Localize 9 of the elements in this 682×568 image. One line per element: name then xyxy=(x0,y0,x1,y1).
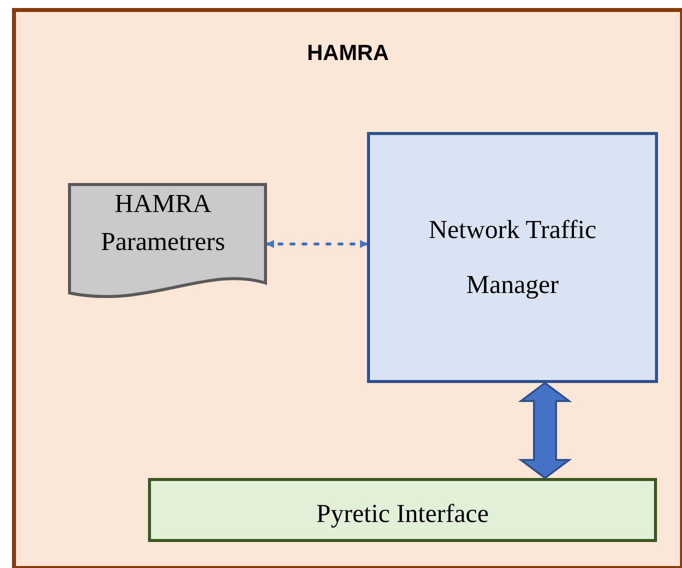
node-label: Network Traffic Manager xyxy=(428,214,598,301)
system-frame xyxy=(12,8,682,568)
arrow xyxy=(266,240,368,248)
interface-bar xyxy=(148,478,657,542)
title: HAMRA xyxy=(306,40,390,66)
node-label: HAMRA Parametrers xyxy=(100,188,226,258)
process-box xyxy=(367,132,658,383)
block-arrow xyxy=(518,382,572,480)
node-label: Pyretic Interface xyxy=(315,498,490,530)
